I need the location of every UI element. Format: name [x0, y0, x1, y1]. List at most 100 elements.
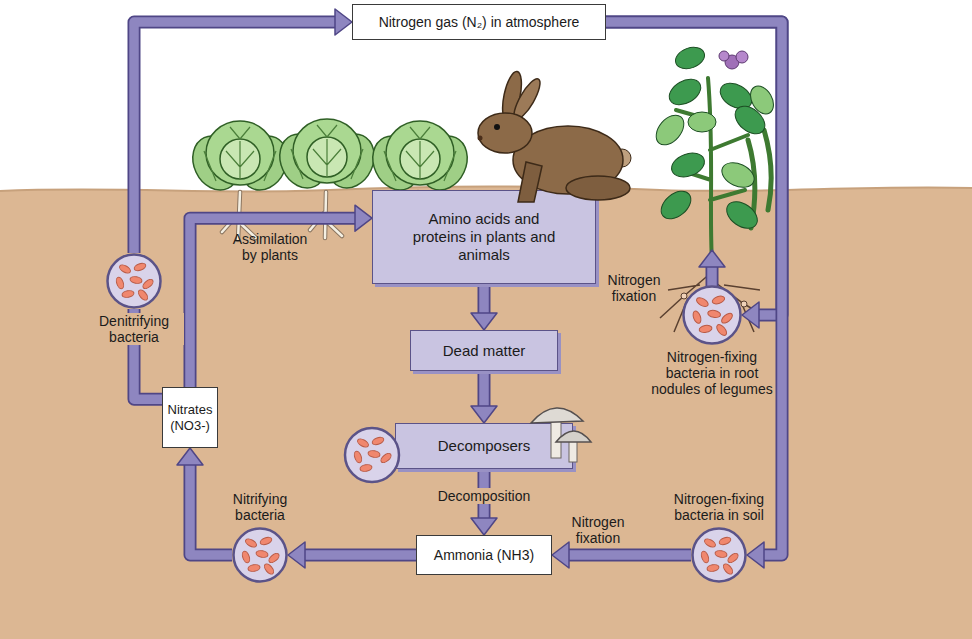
arrow-outline: [134, 22, 336, 253]
bacterium: [715, 323, 729, 337]
circle-label: Denitrifying bacteria: [84, 313, 184, 345]
mushroom-cap: [556, 431, 591, 442]
node-text: Decomposers: [438, 437, 531, 455]
bacterium: [360, 464, 373, 472]
circle-outline: [691, 527, 747, 583]
leaf: [672, 43, 707, 72]
arrow-shaft: [479, 284, 489, 314]
arrow-shaft: [134, 22, 336, 253]
bacterium: [356, 437, 370, 449]
rabbit-nose: [478, 136, 483, 141]
bacteria-circle: Denitrifying bacteria: [106, 253, 162, 309]
circle-label: Nitrogen-fixing bacteria in soil: [654, 491, 784, 523]
arrow-head: [747, 542, 764, 568]
circle-outline: [106, 253, 162, 309]
bacterium: [256, 550, 269, 558]
bacterium: [711, 295, 725, 306]
leaf: [656, 186, 696, 225]
circle-label: Nitrifying bacteria: [210, 491, 310, 523]
flower: [719, 51, 729, 61]
node-text: Nitrifying bacteria: [210, 491, 310, 523]
flower: [736, 51, 748, 63]
bacterium: [692, 310, 703, 324]
node-text: Denitrifying bacteria: [84, 313, 184, 345]
leaf: [688, 112, 716, 132]
rabbit-head: [478, 113, 532, 153]
process-box: Dead matter: [410, 330, 558, 371]
edge-label: Assimilation by plants: [228, 231, 312, 263]
arrow-shaft: [479, 371, 489, 407]
bacterium: [726, 552, 739, 565]
rabbit-hind-leg: [566, 176, 630, 200]
process-label: Nitrogen fixation: [596, 272, 672, 304]
bacterium: [115, 276, 125, 289]
process-box: Decomposers: [395, 423, 573, 469]
soil: [0, 187, 972, 639]
circle-shape: [693, 529, 746, 582]
bacteria-circle: Nitrifying bacteria: [232, 527, 288, 583]
fixation-arrow: [699, 250, 725, 288]
arrow-outline: [190, 464, 232, 555]
arrow-outline: [190, 218, 356, 387]
arrow-outline: [478, 371, 491, 407]
node-text: Dead matter: [443, 342, 526, 360]
rabbit-front-leg: [518, 162, 542, 202]
arrow-shaft: [190, 464, 232, 555]
node-text: Nitrogen-fixing bacteria in soil: [654, 491, 784, 523]
bacteria-circle: Nitrogen-fixing bacteria in root nodules…: [682, 285, 742, 345]
bacterium: [248, 564, 261, 572]
flow-arrow: [471, 284, 497, 330]
circle-outline: [682, 285, 742, 345]
cabbage: [271, 119, 383, 196]
bacterium: [707, 309, 721, 318]
leaf: [651, 110, 690, 150]
rabbit-eye: [494, 124, 500, 130]
arrow-head: [471, 406, 497, 423]
bacterium: [722, 562, 735, 575]
arrow-head: [288, 542, 305, 568]
root-nodule: [681, 293, 687, 299]
bacterium: [707, 564, 720, 572]
process-box: Nitrates (NO3-): [162, 387, 218, 448]
bacterium: [353, 450, 363, 463]
circle-shape: [234, 529, 287, 582]
leaf: [722, 196, 762, 234]
bacteria-circle: Nitrogen-fixing bacteria in soil: [691, 527, 747, 583]
bacterium: [259, 536, 272, 546]
node-text: Ammonia (NH3): [434, 547, 534, 564]
bacterium: [379, 452, 392, 465]
bacterium: [118, 263, 132, 275]
flow-arrow: [177, 448, 232, 555]
cabbage: [364, 121, 476, 198]
arrow-head: [699, 250, 725, 267]
node-text: Nitrogen gas (N₂) in atmosphere: [379, 14, 580, 31]
decomposer-bacteria: [345, 428, 399, 482]
bacterium: [141, 278, 154, 291]
arrow-head: [471, 313, 497, 330]
bacterium: [699, 324, 713, 333]
mushrooms: [531, 408, 591, 462]
bacterium: [368, 450, 381, 458]
bacterium: [715, 550, 728, 558]
leaf: [718, 158, 758, 192]
bacterium: [718, 536, 731, 546]
node-text: Amino acids and proteins in plants and a…: [409, 210, 559, 264]
root-nodule: [741, 301, 747, 307]
process-box: Amino acids and proteins in plants and a…: [372, 190, 596, 284]
bacterium: [263, 562, 276, 575]
arrow-head: [335, 9, 352, 35]
bacterium: [695, 296, 710, 308]
bacterium: [703, 537, 717, 549]
arrow-head: [471, 518, 497, 535]
arrow-head: [552, 542, 569, 568]
arrow-head: [742, 302, 759, 328]
arrow-shaft: [568, 550, 691, 560]
leaf: [665, 74, 705, 110]
arrow-outline: [568, 549, 691, 562]
bacterium: [122, 290, 135, 298]
circle-shape: [345, 428, 399, 482]
arrow-outline: [606, 22, 782, 315]
flow-arrow: [288, 542, 416, 568]
process-box: Nitrogen gas (N₂) in atmosphere: [352, 4, 606, 40]
